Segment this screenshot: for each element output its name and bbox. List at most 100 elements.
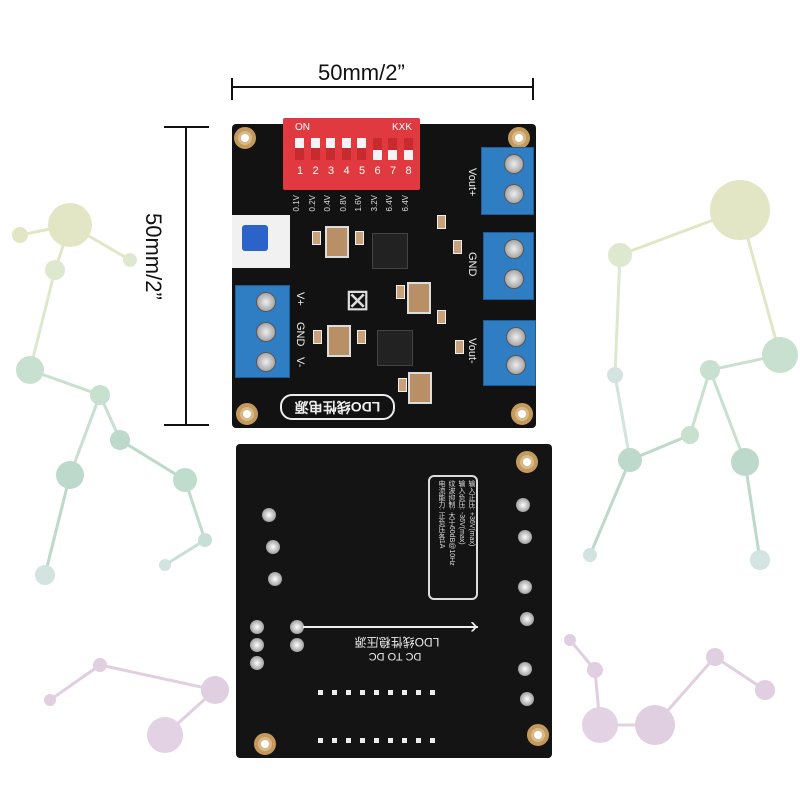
- dip-voltage-label: 0.2V: [307, 195, 317, 212]
- smd-pad: [455, 340, 464, 354]
- smd-pad: [396, 285, 405, 299]
- network-node: [750, 550, 770, 570]
- board-title: LDO线性电源: [280, 394, 395, 420]
- smd-pad: [357, 330, 366, 344]
- network-node: [762, 337, 798, 373]
- header-pad: [360, 738, 365, 743]
- network-node: [587, 662, 603, 678]
- dip-switch-2[interactable]: [310, 138, 320, 160]
- arrow-line: [303, 626, 478, 628]
- dip-number: 5: [358, 165, 366, 177]
- bottom-title: LDO线性稳压源: [354, 635, 440, 649]
- network-node: [710, 180, 770, 240]
- smd-pad: [355, 231, 364, 245]
- network-node: [159, 559, 171, 571]
- label-gnd-in: GND: [294, 322, 306, 347]
- network-node: [706, 648, 724, 666]
- capacitor: [325, 226, 349, 258]
- network-node: [198, 533, 212, 547]
- network-node: [44, 694, 56, 706]
- dip-switch-5[interactable]: [357, 138, 366, 160]
- network-edge: [743, 461, 762, 561]
- header-pad: [402, 690, 407, 695]
- push-button[interactable]: [232, 215, 290, 268]
- header-pad: [388, 738, 393, 743]
- header-pad: [318, 690, 323, 695]
- network-node: [93, 658, 107, 672]
- through-hole-pin: [250, 620, 264, 634]
- header-pad: [332, 738, 337, 743]
- header-pad: [318, 738, 323, 743]
- header-pad: [360, 690, 365, 695]
- regulator-chip: [377, 330, 413, 366]
- dip-number: 6: [374, 165, 381, 177]
- regulator-chip: [372, 233, 408, 269]
- through-hole-pin: [516, 498, 530, 512]
- switch-knob: [388, 150, 397, 160]
- mounting-hole: [511, 403, 533, 425]
- smd-pad: [313, 330, 322, 344]
- network-node: [110, 430, 130, 450]
- switch-knob: [403, 150, 413, 160]
- label-vout-plus: Vout+: [466, 168, 478, 197]
- screw: [256, 322, 276, 342]
- header-pad: [374, 690, 379, 695]
- input-terminal[interactable]: [235, 285, 290, 378]
- through-hole-pin: [268, 572, 282, 586]
- height-dimension-line: [185, 126, 187, 426]
- label-gnd-out: GND: [466, 252, 478, 277]
- dip-switch-7[interactable]: [388, 138, 397, 160]
- network-node: [608, 243, 632, 267]
- spec-line: 纹波抑制: 大于60dB@10Hz: [448, 480, 455, 566]
- network-edge: [588, 459, 632, 556]
- header-pad: [332, 690, 337, 695]
- dip-voltage-label: 3.2V: [369, 195, 379, 212]
- network-node: [45, 260, 65, 280]
- arrow-head-icon: ›: [470, 612, 478, 639]
- spec-box: 输入正压: +36V(max)输入负压: -36V(max)纹波抑制: 大于60…: [428, 475, 478, 600]
- dip-on-label: ON: [295, 122, 310, 133]
- screw: [506, 355, 526, 375]
- dip-switch-3[interactable]: [326, 138, 335, 160]
- width-dimension-tick: [231, 78, 233, 100]
- network-edge: [99, 663, 216, 692]
- capacitor: [327, 325, 351, 357]
- smd-pad: [312, 231, 321, 245]
- width-label: 50mm/2”: [318, 60, 405, 85]
- dip-voltage-label: 1.6V: [354, 195, 363, 212]
- width-dimension-line: [232, 86, 534, 88]
- network-node: [35, 565, 55, 585]
- network-node: [635, 705, 675, 745]
- through-hole-pin: [518, 662, 532, 676]
- capacitor: [408, 372, 432, 404]
- vout-plus-terminal[interactable]: [481, 147, 534, 215]
- switch-knob: [310, 138, 320, 148]
- screw: [504, 154, 524, 174]
- dip-switch-8[interactable]: [403, 138, 413, 160]
- gnd-terminal[interactable]: [483, 232, 534, 300]
- through-hole-pin: [250, 638, 264, 652]
- dip-switch-6[interactable]: [372, 138, 382, 160]
- network-node: [90, 385, 110, 405]
- network-edge: [708, 369, 747, 463]
- dip-switch-4[interactable]: [341, 138, 351, 160]
- network-node: [12, 227, 28, 243]
- network-node: [48, 203, 92, 247]
- height-label: 50mm/2”: [141, 213, 166, 300]
- vout-minus-terminal[interactable]: [483, 320, 536, 386]
- network-edge: [28, 269, 57, 371]
- header-pad: [388, 690, 393, 695]
- dip-number: 8: [405, 165, 412, 177]
- network-edge: [119, 438, 186, 482]
- network-node: [618, 448, 642, 472]
- weee-symbol: ⊠: [345, 284, 371, 317]
- mounting-hole: [527, 724, 549, 746]
- switch-knob: [295, 138, 304, 148]
- network-edge: [613, 254, 622, 376]
- dip-voltage-label: 0.4V: [323, 195, 332, 212]
- dip-switch-1[interactable]: [295, 138, 304, 160]
- through-hole-pin: [250, 656, 264, 670]
- network-node: [173, 468, 197, 492]
- width-dimension-tick: [532, 78, 534, 100]
